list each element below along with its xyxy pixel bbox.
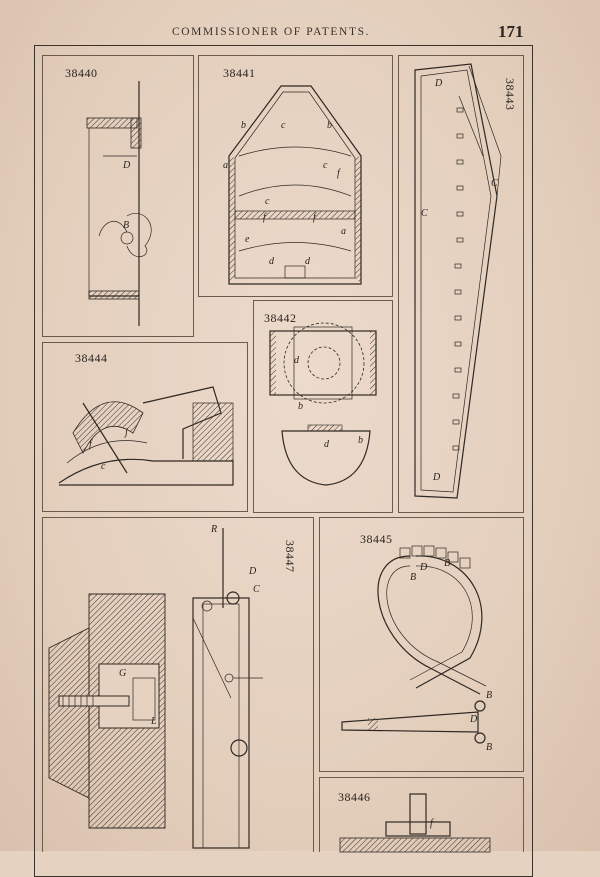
figure-number-38445: 38445 [360, 532, 393, 546]
figure-letter: c [265, 196, 270, 207]
figure-letter: f [430, 818, 434, 829]
figure-letter: G [119, 668, 126, 679]
figure-number-38442: 38442 [264, 311, 297, 325]
figure-letter: c [281, 120, 286, 131]
figure-letter: D [434, 78, 443, 89]
figure-letter: d [324, 439, 330, 450]
figure-letter: e [245, 234, 250, 245]
figure-letter: B [123, 220, 129, 231]
figure-letter: C [491, 178, 498, 189]
figure-letter: b [298, 401, 303, 412]
figure-letter: a [223, 160, 228, 171]
page-number: 171 [498, 22, 524, 41]
figure-letter: d [294, 355, 300, 366]
figure-letter: f [263, 212, 267, 223]
figure-drawing-38447: R D C G L [48, 524, 263, 849]
figure-letter: c [323, 160, 328, 171]
figure-letter: B [486, 690, 492, 701]
figure-drawing-38444: j f c [58, 386, 234, 486]
figure-drawing-38446: f [339, 793, 491, 853]
figure-drawing-38442: d b d b [269, 322, 377, 486]
figure-number-38444: 38444 [75, 351, 108, 365]
figure-letter: D [419, 562, 428, 573]
screw-thread [62, 696, 94, 706]
segment-blocks [399, 545, 471, 569]
figure-letter: f [337, 168, 341, 179]
figure-drawing-38445: D B B B D B [341, 545, 492, 753]
figure-panel-38440: 38440 D B [42, 55, 194, 337]
figure-letter: R [210, 524, 217, 535]
figure-letter: L [150, 716, 157, 727]
figure-letter: D [432, 472, 441, 483]
figure-letter: d [305, 256, 311, 267]
figure-panel-38443: 38443 D C [398, 55, 524, 513]
figure-letter: f [89, 439, 93, 450]
figure-drawing-38440: D B [86, 81, 152, 326]
figure-letter: b [327, 120, 332, 131]
figure-number-38446: 38446 [338, 790, 371, 804]
figure-letter: C [421, 208, 428, 219]
page-header: COMMISSIONER OF PATENTS. 171 [0, 22, 600, 46]
figure-letter: B [410, 572, 416, 583]
figure-panel-38446: 38446 f [319, 777, 524, 853]
figure-number-38441: 38441 [223, 66, 256, 80]
figure-panel-38447: 38447 R D C [42, 517, 314, 852]
figure-letter: b [358, 435, 363, 446]
figure-letter: D [248, 566, 257, 577]
figure-letter: f [313, 212, 317, 223]
figure-letter: a [341, 226, 346, 237]
figure-number-38440: 38440 [65, 66, 98, 80]
figure-panel-38444: 38444 j f c [42, 342, 248, 512]
figure-letter: j [123, 427, 128, 438]
figure-panel-38442: 38442 d b d b [253, 300, 393, 513]
figure-letter: c [101, 461, 106, 472]
figure-panel-38441: 38441 b c b a c f c f f e a d d [198, 55, 393, 297]
figure-letter: D [122, 160, 131, 171]
figure-letter: C [253, 584, 260, 595]
figure-letter: b [241, 120, 246, 131]
figure-drawing-38441: b c b a c f c f f e a d d [223, 85, 362, 285]
figure-letter: D [469, 714, 478, 725]
figure-letter: B [486, 742, 492, 753]
rivet-row [452, 107, 464, 451]
figure-letter: B [444, 558, 450, 569]
figure-panel-38445: 38445 D B B B D B [319, 517, 524, 772]
figure-drawing-38443: D C C D [414, 63, 502, 499]
figure-letter: d [269, 256, 275, 267]
running-head: COMMISSIONER OF PATENTS. [172, 26, 371, 38]
